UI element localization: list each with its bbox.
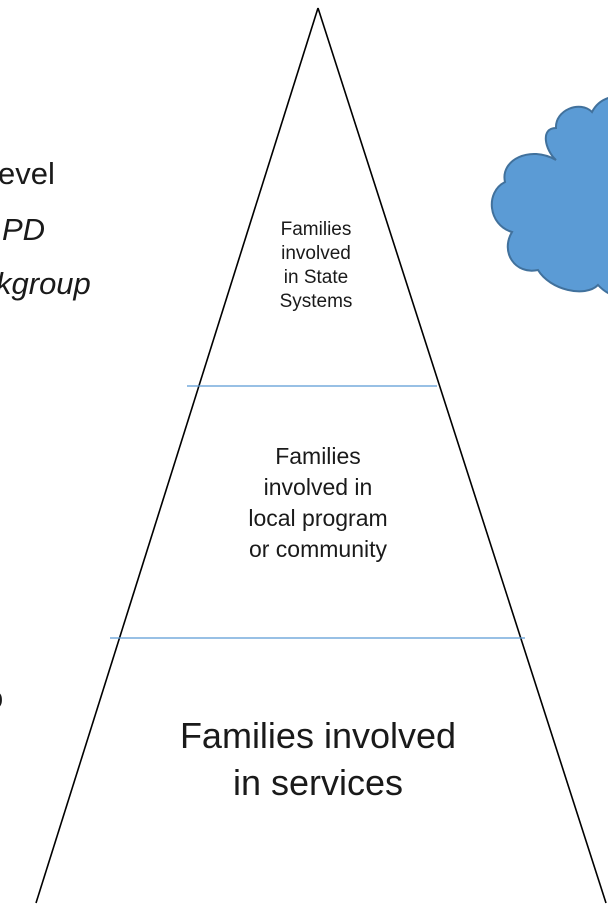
pyramid-right-edge	[317, 7, 607, 904]
tier-label-local-program: Families involved in local program or co…	[248, 443, 388, 562]
left-text-line-2: PD	[2, 212, 46, 247]
tier-label-services: Families involved in services	[179, 715, 457, 803]
left-text-line-4: o	[0, 678, 3, 718]
pyramid-left-edge	[35, 7, 319, 904]
left-text-line-3: kgroup	[0, 266, 91, 301]
tier-label-state-systems: Families involved in State Systems	[279, 219, 353, 312]
left-text-line-1: evel	[0, 156, 55, 191]
cloud-shape	[490, 97, 608, 295]
